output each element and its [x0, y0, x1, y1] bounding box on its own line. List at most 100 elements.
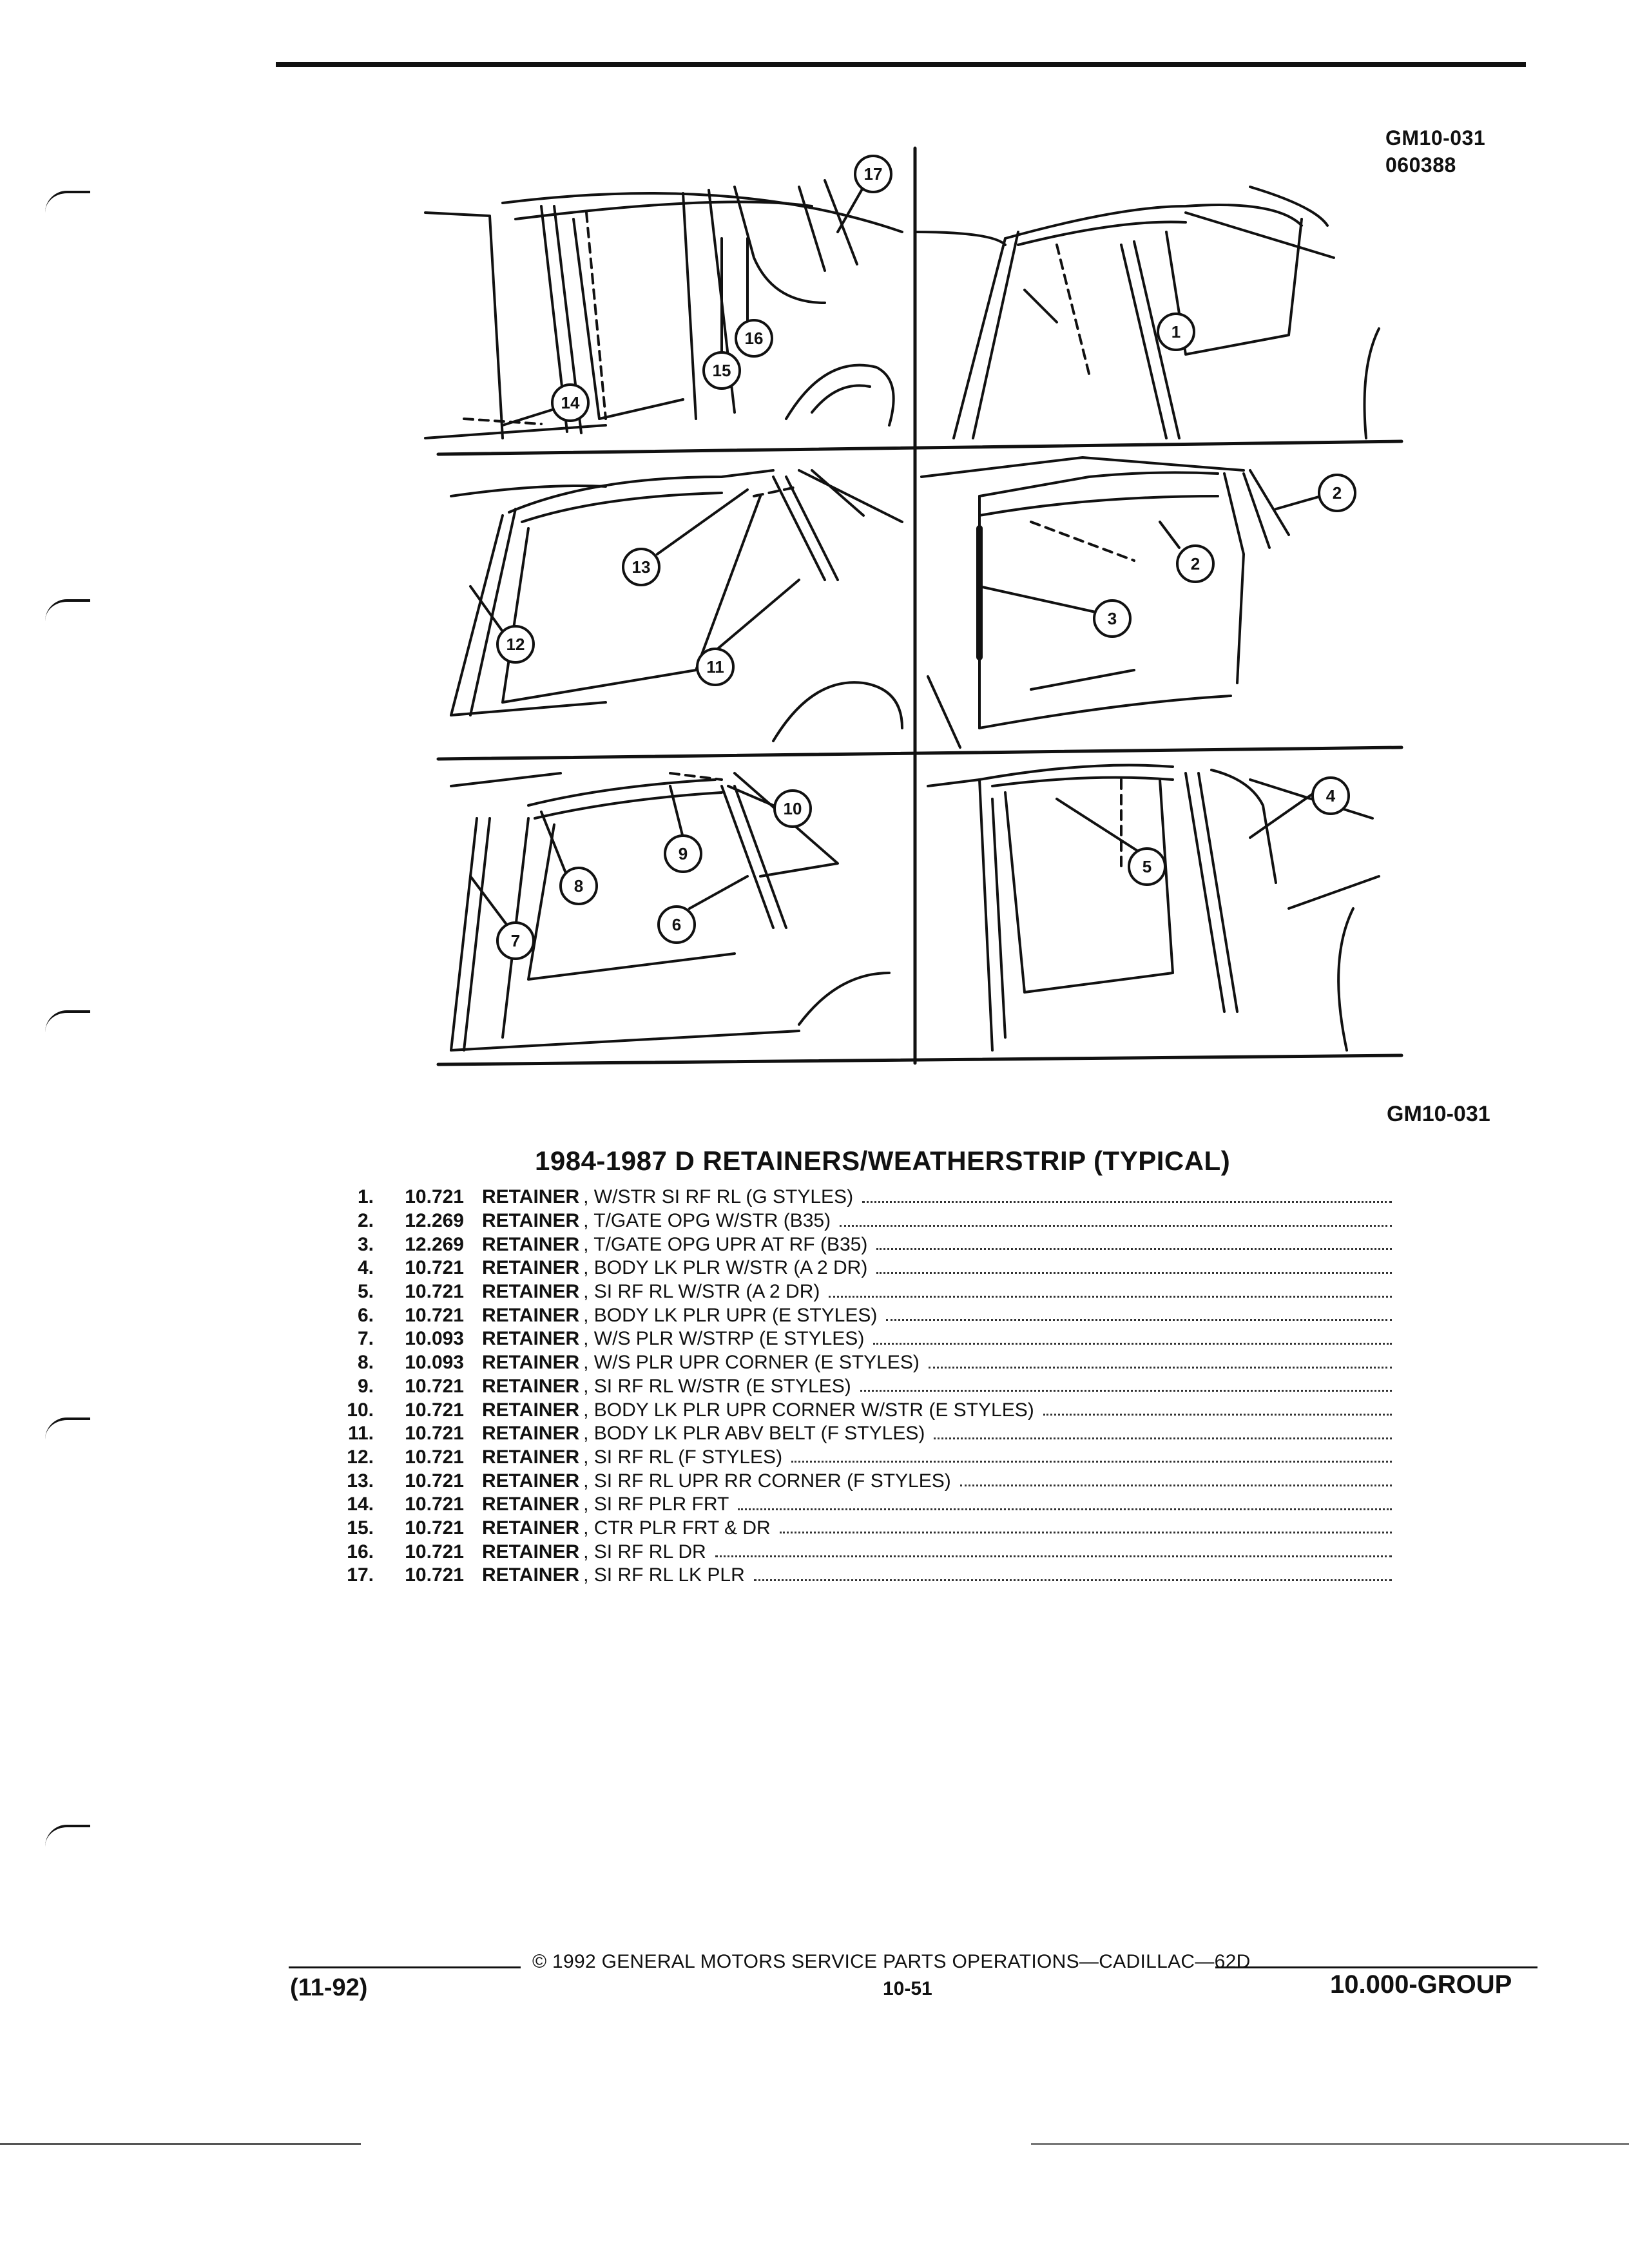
part-number: 16. [347, 1541, 374, 1562]
part-number: 7. [357, 1328, 374, 1350]
panel-divider-h3 [436, 1053, 1403, 1066]
callout-8 [559, 867, 598, 905]
part-description: , BODY LK PLR ABV BELT (F STYLES) [583, 1423, 925, 1445]
callout-2 [1318, 474, 1356, 512]
callout-10 [773, 789, 812, 828]
dot-leader [862, 1200, 1392, 1203]
callout-label: 5 [1142, 857, 1152, 876]
margin-mark [45, 191, 90, 213]
part-name: RETAINER [482, 1352, 580, 1374]
callout-label: 2 [1333, 483, 1342, 503]
callout-6 [657, 905, 696, 944]
part-number: 4. [357, 1257, 374, 1279]
figure-code: GM10-031 [1385, 126, 1486, 149]
part-number: 1. [357, 1186, 374, 1208]
part-name: RETAINER [482, 1257, 580, 1279]
part-description: , BODY LK PLR UPR CORNER W/STR (E STYLES… [583, 1399, 1034, 1421]
part-group: 10.721 [405, 1281, 464, 1303]
part-row: 6. 10.721 RETAINER, BODY LK PLR UPR (E STY… [322, 1303, 1405, 1327]
callout-label: 4 [1326, 786, 1336, 805]
part-number: 9. [357, 1375, 374, 1397]
part-group: 12.269 [405, 1210, 464, 1232]
callout-label: 3 [1108, 609, 1117, 628]
dot-leader [928, 1366, 1392, 1369]
part-number: 14. [347, 1494, 374, 1515]
part-number: 10. [347, 1399, 374, 1421]
part-number: 5. [357, 1281, 374, 1303]
part-name: RETAINER [482, 1375, 580, 1397]
part-number: 8. [357, 1352, 374, 1374]
dot-leader [934, 1437, 1392, 1439]
part-name: RETAINER [482, 1541, 580, 1562]
dot-leader [886, 1319, 1392, 1321]
part-name: RETAINER [482, 1494, 580, 1515]
callout-label: 13 [632, 557, 651, 577]
part-group: 10.721 [405, 1423, 464, 1445]
callout-3 [1093, 599, 1132, 638]
callout-label: 12 [506, 635, 525, 654]
callout-1 [1157, 312, 1195, 351]
part-description: , CTR PLR FRT & DR [583, 1517, 771, 1539]
margin-mark [45, 1418, 90, 1439]
dot-leader [791, 1461, 1392, 1463]
part-group: 10.721 [405, 1257, 464, 1279]
part-name: RETAINER [482, 1304, 580, 1326]
part-number: 17. [347, 1564, 374, 1586]
figure-reference: GM10-031 [1387, 1102, 1490, 1126]
part-group: 10.721 [405, 1564, 464, 1586]
panel-sedan-roof [914, 186, 1380, 439]
part-description: , W/S PLR UPR CORNER (E STYLES) [583, 1352, 920, 1374]
dot-leader [738, 1508, 1392, 1510]
part-description: , SI RF RL (F STYLES) [583, 1446, 783, 1468]
part-description: , T/GATE OPG UPR AT RF (B35) [583, 1233, 868, 1255]
callout-label: 10 [784, 799, 802, 818]
part-group: 12.269 [405, 1233, 464, 1255]
panel-coupe-a [927, 764, 1380, 1052]
callout-5 [1128, 847, 1166, 886]
panel-wagon-tailgate [920, 456, 1290, 749]
dot-leader [860, 1390, 1392, 1392]
dot-leader [779, 1532, 1392, 1534]
part-name: RETAINER [482, 1470, 580, 1492]
part-group: 10.721 [405, 1470, 464, 1492]
part-description: , SI RF RL W/STR (E STYLES) [583, 1375, 851, 1397]
dot-leader [876, 1248, 1392, 1251]
page-number: 10-51 [883, 1978, 932, 1999]
callout-9 [664, 834, 702, 873]
part-name: RETAINER [482, 1233, 580, 1255]
panel-divider-h2 [436, 745, 1403, 761]
callout-label: 7 [511, 931, 520, 950]
part-name: RETAINER [482, 1210, 580, 1232]
part-group: 10.721 [405, 1186, 464, 1208]
callout-16 [735, 319, 773, 358]
part-description: , BODY LK PLR UPR (E STYLES) [583, 1304, 878, 1326]
scan-edge-line [1031, 2143, 1629, 2145]
part-group: 10.721 [405, 1304, 464, 1326]
part-group: 10.721 [405, 1517, 464, 1539]
part-description: , SI RF RL LK PLR [583, 1564, 745, 1586]
callout-label: 11 [706, 657, 724, 677]
part-name: RETAINER [482, 1281, 580, 1303]
part-name: RETAINER [482, 1446, 580, 1468]
part-description: , SI RF RL DR [583, 1541, 706, 1562]
page-title: 1984-1987 D RETAINERS/WEATHERSTRIP (TYPI… [535, 1146, 1231, 1176]
part-description: , T/GATE OPG W/STR (B35) [583, 1210, 831, 1232]
part-number: 6. [357, 1304, 374, 1326]
figure-date: 060388 [1385, 153, 1456, 177]
callout-label: 15 [713, 361, 731, 380]
part-name: RETAINER [482, 1399, 580, 1421]
callout-label: 17 [864, 164, 883, 184]
callout-label: 2 [1191, 554, 1200, 573]
part-group: 10.721 [405, 1494, 464, 1515]
